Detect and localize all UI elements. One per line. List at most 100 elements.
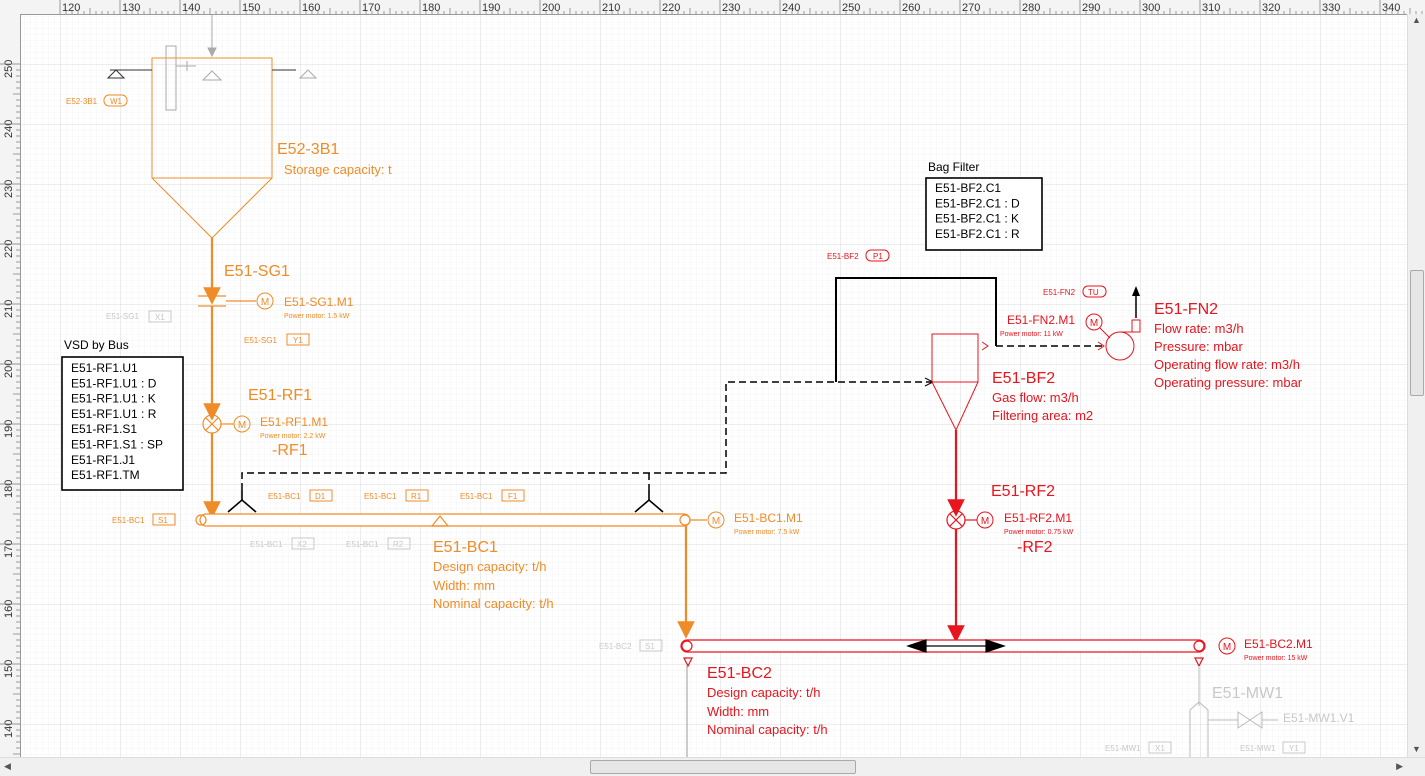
bc1-design-capacity: Design capacity: t/h xyxy=(433,559,546,574)
rf2-motor-icon[interactable] xyxy=(976,511,994,529)
fn2-flow-rate: Flow rate: m3/h xyxy=(1154,321,1244,336)
ruler-top-label: 280 xyxy=(1022,2,1040,14)
tag-silo-label: E52-3B1 xyxy=(66,97,98,106)
grid-background xyxy=(21,15,1407,757)
tag-x2-text: X2 xyxy=(297,540,307,549)
rf1-motor-icon[interactable] xyxy=(233,415,251,433)
tag-w1-text: W1 xyxy=(110,97,123,106)
bc2-motor-symbol: M xyxy=(1223,642,1231,653)
horizontal-ruler xyxy=(0,0,1425,15)
tag-x2-box[interactable] xyxy=(291,537,315,550)
tag-x1b-box[interactable] xyxy=(1148,741,1172,754)
fn2-motor-icon[interactable] xyxy=(1085,313,1103,331)
vsd-box[interactable] xyxy=(61,356,184,491)
ruler-top-ticks xyxy=(59,0,1423,14)
tag-bc1-s1-label: E51-BC1 xyxy=(112,516,145,525)
sg1-motor-icon[interactable] xyxy=(256,292,274,310)
ruler-left-label: 190 xyxy=(3,420,15,438)
tag-tu-box[interactable] xyxy=(1082,285,1107,298)
vsd-list-item: E51-RF1.U1 xyxy=(71,361,138,375)
fn2-motor-symbol: M xyxy=(1090,318,1098,329)
tag-bc1-f1-label: E51-BC1 xyxy=(460,492,493,501)
vsd-list-item: E51-RF1.S1 xyxy=(71,422,137,436)
ruler-left-label: 140 xyxy=(3,720,15,738)
tag-f1-box[interactable] xyxy=(501,489,525,502)
tag-bc1-gray2-label: E51-BC1 xyxy=(346,540,379,549)
bc2-motor-power: Power motor: 15 kW xyxy=(1244,655,1308,662)
silo-gray-details xyxy=(106,15,318,111)
fn2-operating-flow: Operating flow rate: m3/h xyxy=(1154,357,1300,372)
tag-r2g-box[interactable] xyxy=(387,537,411,550)
tag-tu-text: TU xyxy=(1088,288,1099,297)
tag-s1g-box[interactable] xyxy=(639,639,663,652)
tag-bc1-gray1-label: E51-BC1 xyxy=(250,540,283,549)
bf2-filtering-area: Filtering area: m2 xyxy=(992,408,1093,423)
tag-p1-box[interactable] xyxy=(865,249,890,262)
tag-d1-text: D1 xyxy=(315,492,326,501)
bc2-motor-icon[interactable] xyxy=(1218,637,1236,655)
hood-left xyxy=(227,490,257,513)
tag-mw1-y1-label: E51-MW1 xyxy=(1240,744,1276,753)
ruler-top-label: 150 xyxy=(242,2,260,14)
horizontal-scroll-thumb[interactable] xyxy=(590,760,856,774)
bc2-motor-name: E51-BC2.M1 xyxy=(1244,637,1313,651)
tag-d1-box[interactable] xyxy=(309,489,333,502)
fan-fn2[interactable] xyxy=(1097,319,1141,361)
tag-x1-box[interactable] xyxy=(148,310,172,323)
tag-s1-text: S1 xyxy=(158,516,168,525)
bc2-name: E51-BC2 xyxy=(707,665,772,682)
vertical-scroll-thumb[interactable] xyxy=(1410,270,1424,396)
ruler-left-label: 180 xyxy=(3,480,15,498)
ruler-top-label: 250 xyxy=(842,2,860,14)
ruler-top-label: 270 xyxy=(962,2,980,14)
scroll-right-arrow-icon[interactable]: ▶ xyxy=(1396,761,1403,771)
rf1-short: -RF1 xyxy=(272,442,308,459)
conveyor-bc1[interactable] xyxy=(195,513,707,527)
tag-bf2-label: E51-BF2 xyxy=(827,252,859,261)
dust-extraction-lines xyxy=(241,277,1104,490)
mixer-mw1[interactable] xyxy=(1189,666,1278,757)
vsd-title: VSD by Bus xyxy=(64,338,129,352)
scroll-left-arrow-icon[interactable]: ◀ xyxy=(4,761,11,771)
rf2-motor-symbol: M xyxy=(981,516,989,527)
rf2-motor-power: Power motor: 0.75 kW xyxy=(1004,529,1074,536)
bc1-motor-icon[interactable] xyxy=(707,511,725,529)
scroll-down-arrow-icon[interactable]: ▼ xyxy=(1412,744,1421,754)
bc1-motor-power: Power motor: 7.5 kW xyxy=(734,529,800,536)
ruler-left-label: 150 xyxy=(3,660,15,678)
mw1-valve-name: E51-MW1.V1 xyxy=(1283,711,1355,725)
bag-filter-title: Bag Filter xyxy=(928,160,979,174)
rotary-feeder-rf1[interactable] xyxy=(202,414,234,434)
ruler-left-label: 220 xyxy=(3,240,15,258)
ruler-top-label: 230 xyxy=(722,2,740,14)
tag-s1-box[interactable] xyxy=(152,513,176,526)
horizontal-scrollbar[interactable]: ◀ ▶ xyxy=(0,757,1425,776)
ruler-top-label: 210 xyxy=(602,2,620,14)
bag-filter-list-item: E51-BF2.C1 : K xyxy=(935,212,1019,226)
tag-y1-box[interactable] xyxy=(286,333,310,346)
bag-filter-box[interactable] xyxy=(925,177,1043,251)
scroll-up-arrow-icon[interactable]: ▲ xyxy=(1412,15,1421,25)
fn2-name: E51-FN2 xyxy=(1154,301,1218,318)
bag-filter-list-item: E51-BF2.C1 : D xyxy=(935,196,1020,210)
rf1-name: E51-RF1 xyxy=(248,387,312,404)
tag-y1b-box[interactable] xyxy=(1282,741,1306,754)
ruler-left-label: 200 xyxy=(3,360,15,378)
tag-w1-box[interactable] xyxy=(103,94,128,107)
tag-r1-text: R1 xyxy=(411,492,422,501)
vertical-scrollbar[interactable]: ▲ ▼ xyxy=(1407,14,1425,758)
ruler-top-label: 340 xyxy=(1382,2,1400,14)
bc1-motor-symbol: M xyxy=(712,516,720,527)
tag-s1g-text: S1 xyxy=(645,642,655,651)
ruler-left-label: 160 xyxy=(3,600,15,618)
ruler-top-label: 120 xyxy=(62,2,80,14)
tag-y1-text: Y1 xyxy=(293,336,303,345)
tag-r1-box[interactable] xyxy=(405,489,429,502)
ruler-left-label: 250 xyxy=(3,60,15,78)
fn2-motor-power: Power motor: 11 kW xyxy=(1000,331,1063,338)
hood-right xyxy=(634,490,664,513)
bf2-gas-flow: Gas flow: m3/h xyxy=(992,390,1079,405)
silo-name: E52-3B1 xyxy=(277,141,339,158)
